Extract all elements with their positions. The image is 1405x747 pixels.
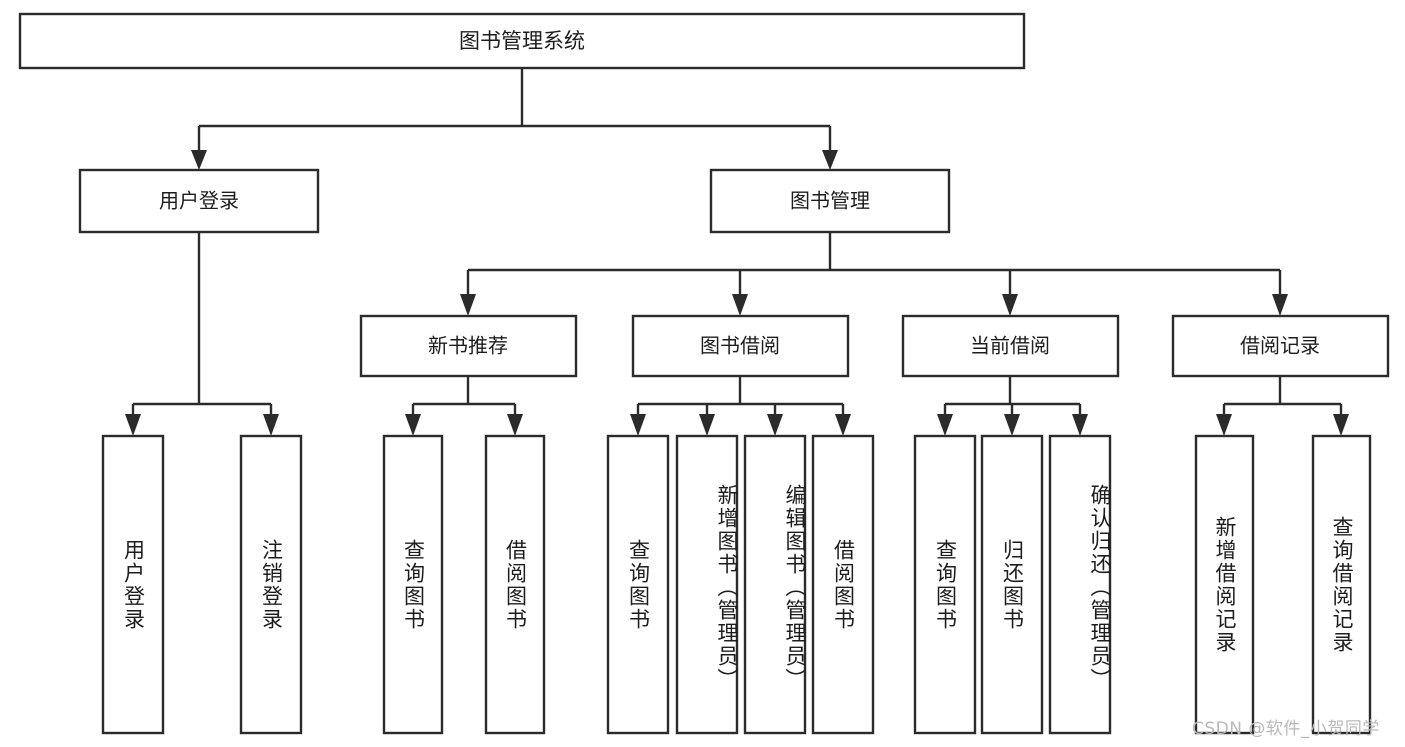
arrow-head-leaf-add-record (1216, 414, 1232, 436)
node-new-book-recommend[interactable]: 新书推荐 (359, 314, 578, 378)
node-book-borrow-box[interactable] (631, 314, 850, 378)
leaf-edit-book-box[interactable] (743, 434, 807, 735)
arrow-head-leaf-borrow-book-2 (835, 414, 851, 436)
arrow-head-leaf-add-book (699, 414, 715, 436)
arrow-head-leaf-query-book-2 (630, 414, 646, 436)
node-new-book-recommend-box[interactable] (359, 314, 578, 378)
connector-group-root (191, 68, 838, 170)
arrow-head-borrow-record (1272, 294, 1288, 316)
arrow-head-leaf-borrow-book-1 (507, 414, 523, 436)
node-new-book-recommend-label: 新书推荐 (428, 334, 508, 358)
node-user-login-label: 用户登录 (159, 189, 239, 213)
node-root-box[interactable] (18, 12, 1026, 70)
arrow-head-new-book-recommend (460, 294, 476, 316)
node-current-borrow-box[interactable] (901, 314, 1120, 378)
arrow-head-leaf-confirm-return (1072, 414, 1088, 436)
node-book-borrow[interactable]: 图书借阅 (631, 314, 850, 378)
arrow-head-leaf-query-book-3 (937, 414, 953, 436)
connector-group-user-login (125, 232, 279, 436)
leaf-borrow-book-1-box[interactable] (484, 434, 546, 735)
arrow-head-leaf-return-book (1004, 414, 1020, 436)
arrow-head-leaf-logout-login (263, 414, 279, 436)
arrow-head-book-borrow (732, 294, 748, 316)
arrow-head-leaf-query-record (1333, 414, 1349, 436)
leaf-query-book-1-box[interactable] (382, 434, 444, 735)
node-book-management-label: 图书管理 (790, 189, 870, 213)
node-current-borrow-label: 当前借阅 (970, 334, 1050, 358)
arrow-head-book-management (822, 150, 838, 170)
connector-group-new-book-recommend (405, 376, 523, 436)
node-root[interactable]: 图书管理系统 (18, 12, 1026, 70)
node-book-management-box[interactable] (709, 168, 951, 234)
leaf-query-book-3-box[interactable] (913, 434, 977, 735)
leaf-borrow-book-2-box[interactable] (811, 434, 875, 735)
watermark-text: CSDN @软件_小贺同学 (1192, 719, 1380, 739)
node-book-borrow-label: 图书借阅 (700, 334, 780, 358)
leaf-add-record-box[interactable] (1194, 434, 1255, 735)
leaf-logout-login-box[interactable] (239, 434, 303, 735)
arrow-head-leaf-query-book-1 (405, 414, 421, 436)
leaf-query-book-2-box[interactable] (606, 434, 670, 735)
leaf-boxes (101, 434, 1372, 735)
node-current-borrow[interactable]: 当前借阅 (901, 314, 1120, 378)
leaf-add-book-box[interactable] (675, 434, 739, 735)
leaf-confirm-return-box[interactable] (1048, 434, 1112, 735)
node-user-login[interactable]: 用户登录 (78, 168, 320, 234)
arrow-head-leaf-user-login (125, 414, 141, 436)
connector-group-book-borrow (630, 376, 851, 436)
connector-group-current-borrow (937, 376, 1088, 436)
node-borrow-record-label: 借阅记录 (1240, 334, 1320, 358)
leaf-return-book-box[interactable] (980, 434, 1044, 735)
leaf-query-record-box[interactable] (1311, 434, 1372, 735)
leaf-user-login-box[interactable] (101, 434, 165, 735)
arrow-head-user-login (191, 150, 207, 170)
node-user-login-box[interactable] (78, 168, 320, 234)
node-book-management[interactable]: 图书管理 (709, 168, 951, 234)
arrow-head-current-borrow (1002, 294, 1018, 316)
node-borrow-record[interactable]: 借阅记录 (1171, 314, 1390, 378)
node-borrow-record-box[interactable] (1171, 314, 1390, 378)
node-root-label: 图书管理系统 (459, 29, 585, 53)
arrow-head-leaf-edit-book (767, 414, 783, 436)
connector-group-book-management (460, 232, 1288, 316)
connector-group-borrow-record (1216, 376, 1349, 436)
